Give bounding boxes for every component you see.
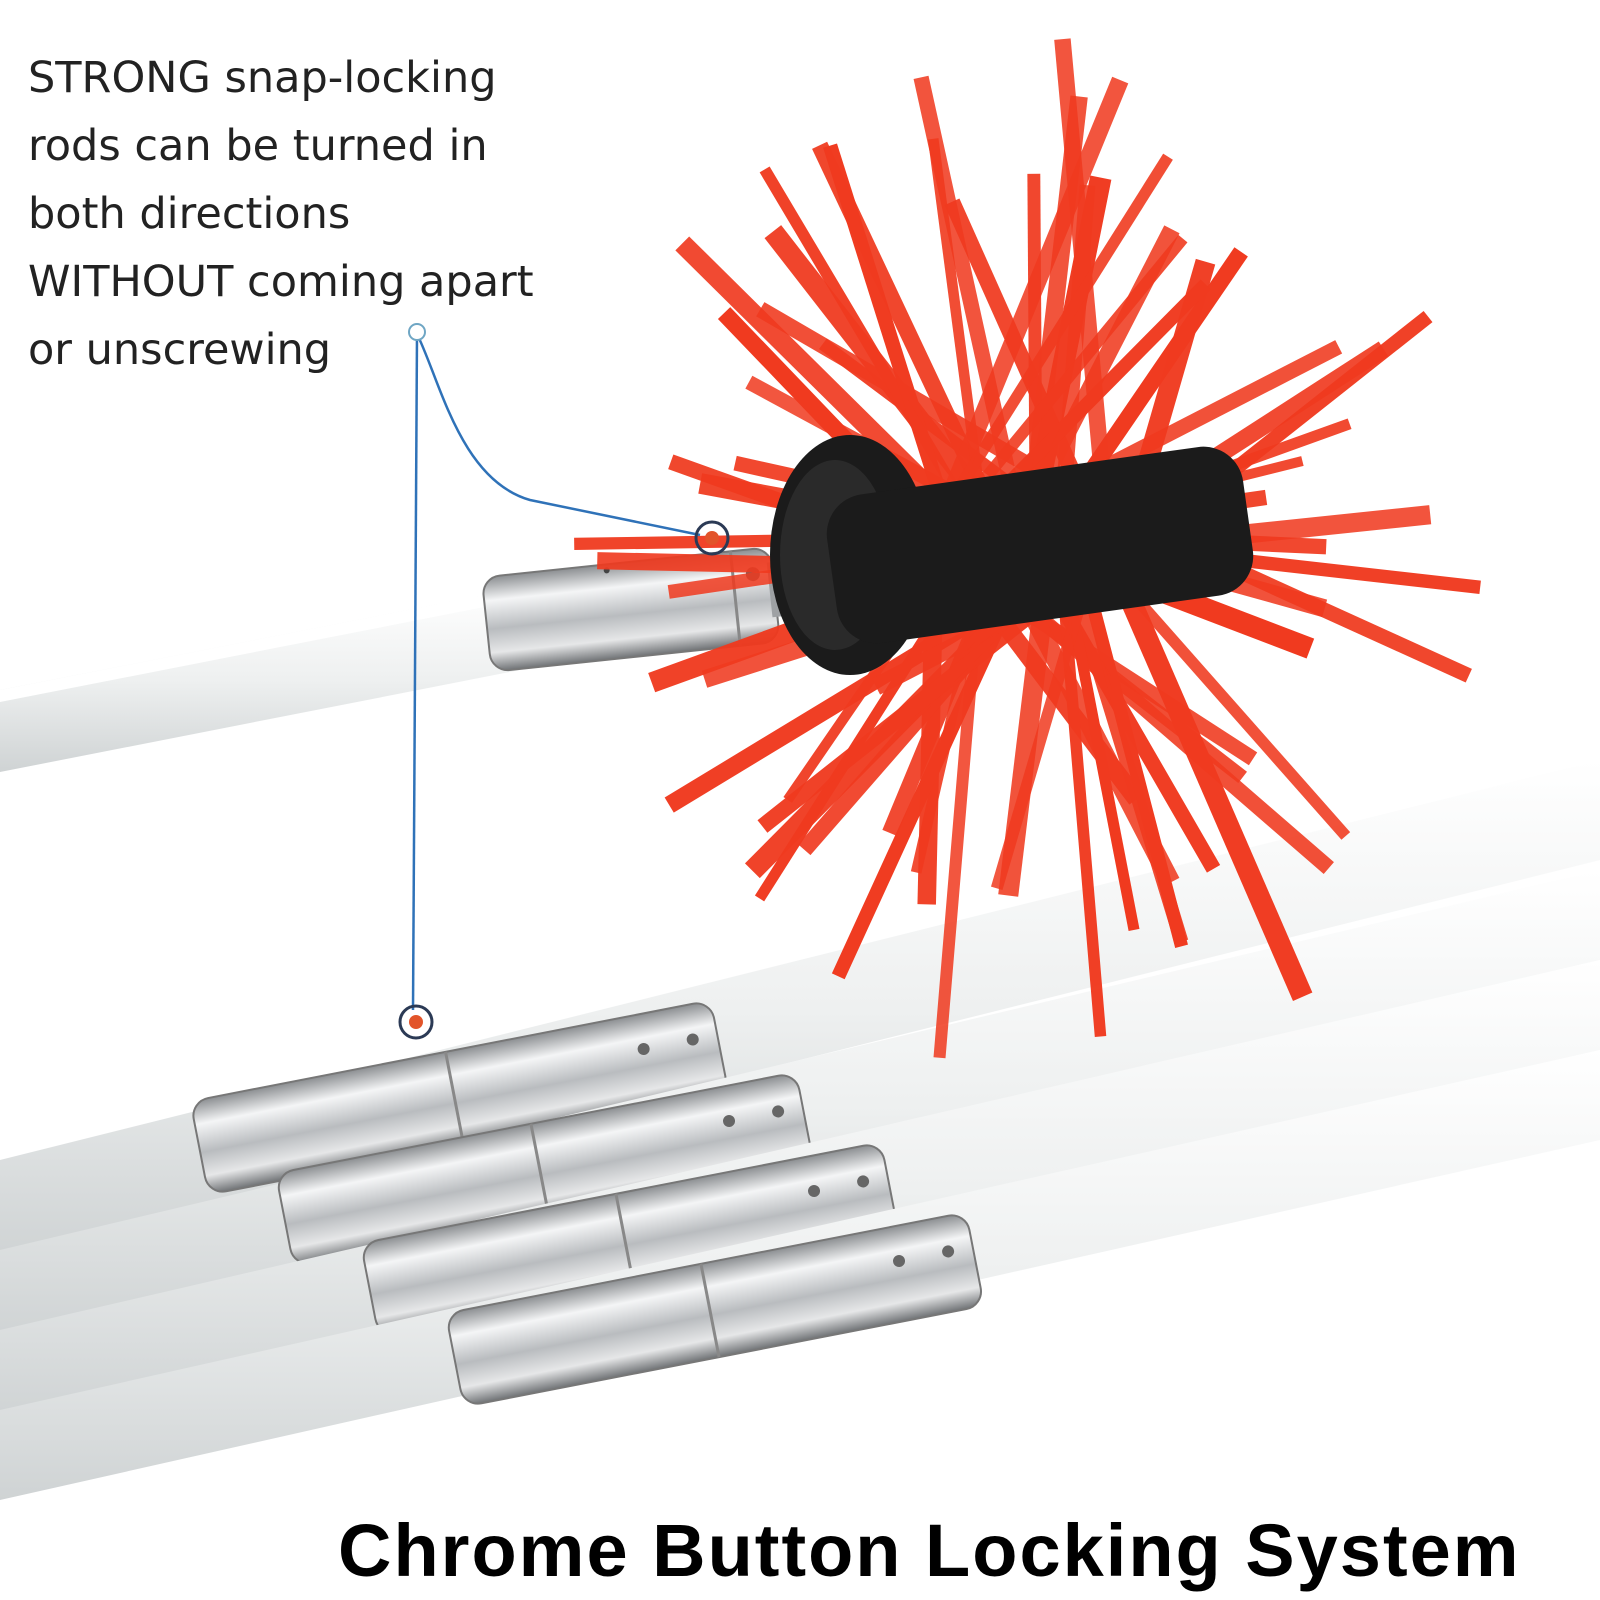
brush-hub bbox=[770, 435, 1254, 675]
bristle-tuft bbox=[928, 153, 1173, 533]
bristle-tuft bbox=[926, 76, 1129, 537]
lower-rods bbox=[0, 760, 1600, 1500]
headline: Chrome Button Locking System bbox=[338, 1509, 1521, 1592]
callout-anchor-dot bbox=[408, 323, 426, 341]
callout-text: STRONG snap-locking rods can be turned i… bbox=[28, 53, 534, 375]
connector-marker bbox=[694, 520, 730, 556]
upper-rod bbox=[0, 588, 520, 772]
bristle-tuft bbox=[1109, 568, 1313, 1001]
lower-connector-marker bbox=[398, 1004, 434, 1040]
bristle-tuft bbox=[823, 143, 957, 526]
bristle-tuft bbox=[1074, 557, 1188, 948]
callout-pointer bbox=[398, 323, 730, 1040]
lower-rod-4 bbox=[0, 1050, 1600, 1500]
lower-rod-1 bbox=[0, 760, 1600, 1260]
brush-head bbox=[574, 38, 1481, 1059]
bristle-tuft bbox=[1053, 542, 1107, 1037]
bristle-tuft bbox=[943, 234, 1188, 528]
